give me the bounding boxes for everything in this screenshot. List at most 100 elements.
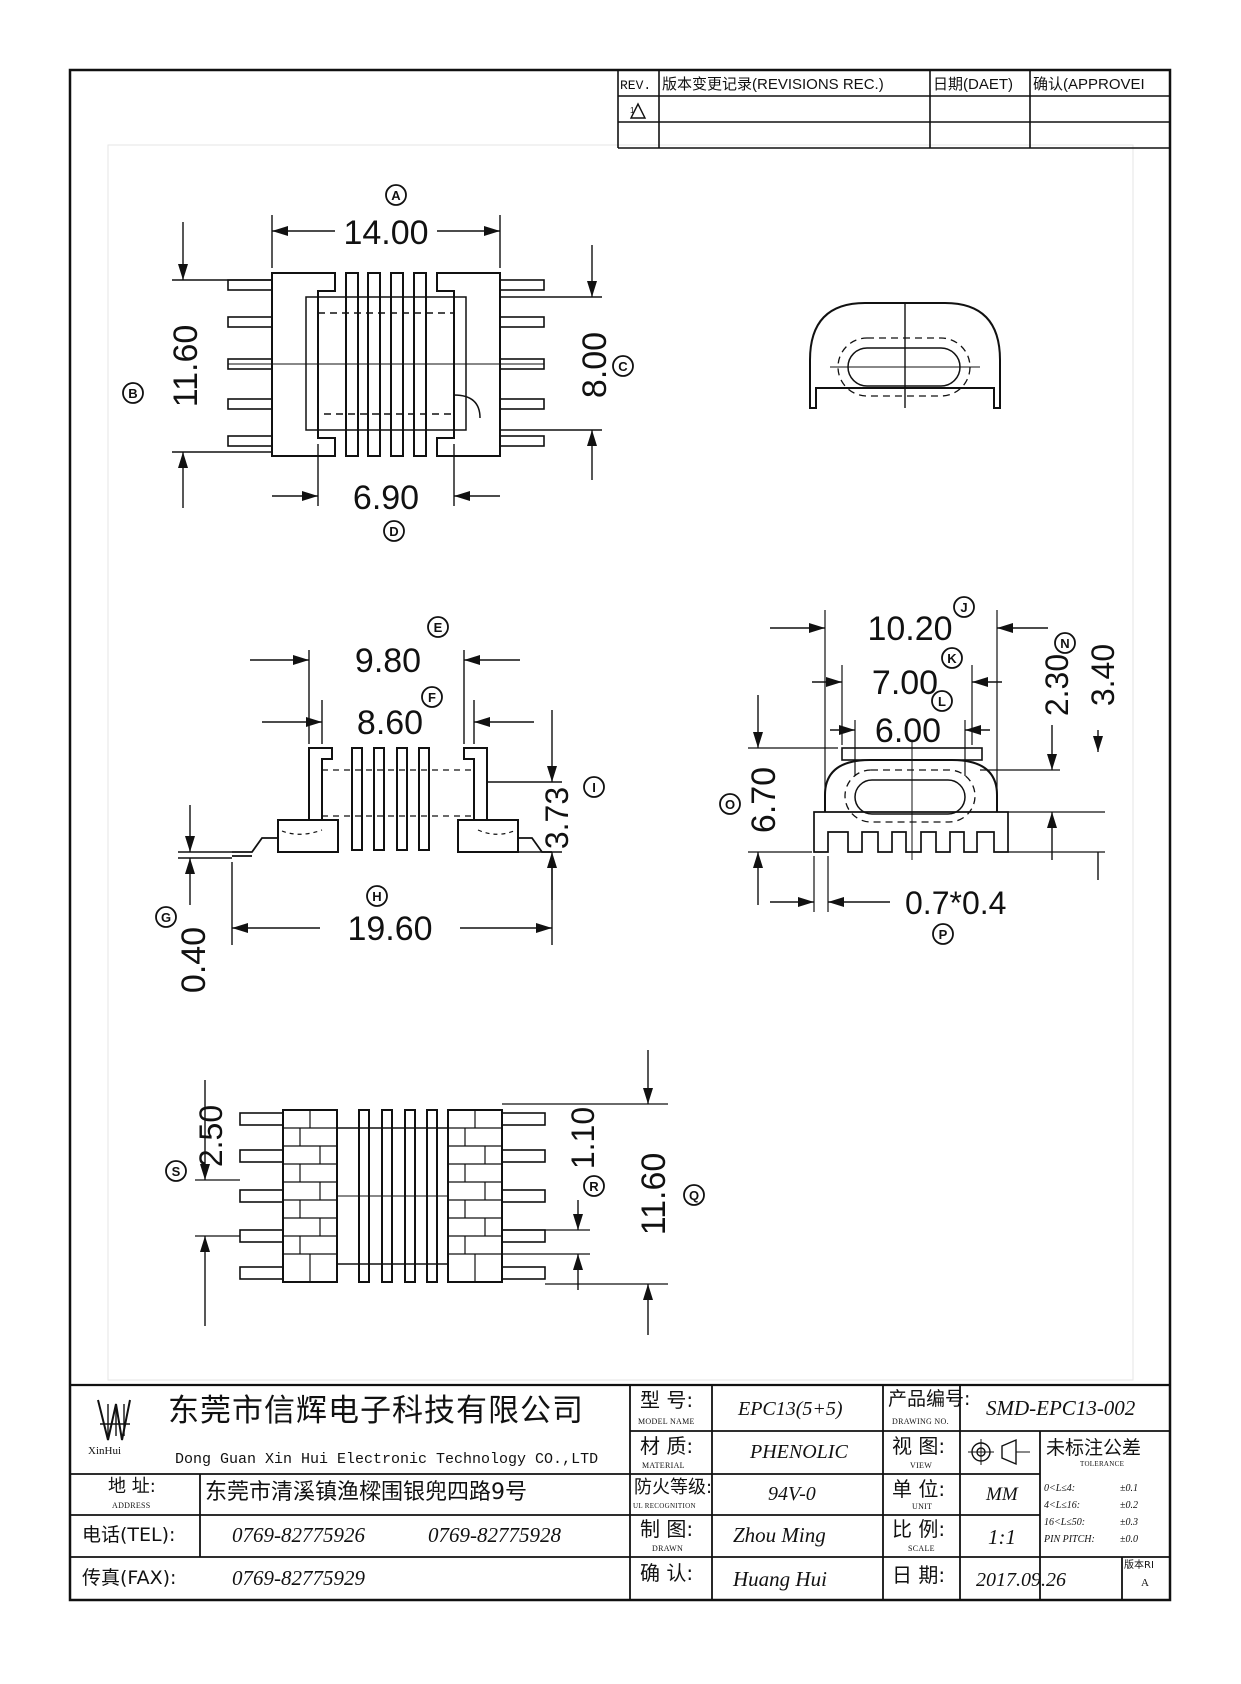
callouts: A B C D E F G H I J K L N O P Q R S (122, 184, 1076, 1206)
tolerance-table: 0<L≤4:±0.1 4<L≤16:±0.2 16<L≤50:±0.3 PIN … (1044, 1480, 1168, 1548)
rev-value: A (1141, 1577, 1149, 1589)
callout-f: F (421, 686, 443, 708)
dim-n-value: 2.30 (1039, 654, 1075, 716)
dim-o-value: 6.70 (745, 767, 783, 833)
ul-label-en: UL RECOGNITION (633, 1502, 696, 1510)
dim-h-value: 19.60 (347, 910, 432, 948)
address-label: 地 址: (108, 1476, 156, 1497)
svg-text:F: F (428, 690, 436, 705)
callout-c: C (612, 355, 634, 377)
svg-text:J: J (960, 600, 967, 615)
callout-n: N (1054, 632, 1076, 654)
dim-f-value: 8.60 (357, 704, 423, 742)
svg-text:K: K (947, 651, 957, 666)
ul-label: 防火等级: (634, 1477, 713, 1498)
fax-value: 0769-82775929 (232, 1566, 365, 1590)
svg-text:C: C (618, 359, 628, 374)
tel-1: 0769-82775926 (232, 1523, 365, 1547)
company-name-en: Dong Guan Xin Hui Electronic Technology … (175, 1451, 599, 1468)
revision-symbol: 1 (630, 106, 635, 115)
material-label-en: MATERIAL (642, 1461, 685, 1470)
drawing-no-value: SMD-EPC13-002 (986, 1396, 1136, 1420)
scale-label-en: SCALE (908, 1544, 935, 1553)
sheet-frame (68, 68, 1172, 1602)
callout-h: H (366, 885, 388, 907)
date-label: 日 期: (892, 1563, 946, 1587)
model-label: 型 号: (640, 1388, 694, 1412)
ul-value: 94V-0 (768, 1483, 816, 1505)
dim-d-value: 6.90 (353, 479, 419, 517)
dim-m-value: 3.40 (1085, 644, 1121, 706)
callout-e: E (427, 616, 449, 638)
callout-q: Q (683, 1184, 705, 1206)
xinhui-logo-icon (97, 1399, 131, 1441)
callout-d: D (383, 520, 405, 542)
rev-label: 版本RI (1124, 1560, 1154, 1571)
callout-l: L (931, 690, 953, 712)
view-label-en: VIEW (910, 1461, 933, 1470)
material-value: PHENOLIC (750, 1441, 848, 1463)
scale-label: 比 例: (892, 1517, 946, 1541)
unit-label-en: UNIT (912, 1502, 933, 1511)
svg-text:I: I (592, 780, 596, 795)
revisions-rec-label: 版本变更记录(REVISIONS REC.) (662, 76, 884, 93)
dim-s-value: 2.50 (193, 1105, 229, 1167)
date-value: 2017.09.26 (976, 1569, 1066, 1591)
title-block-grid (70, 1383, 1170, 1600)
callout-k: K (941, 647, 963, 669)
unit-value: MM (986, 1484, 1018, 1505)
drawing-no-label-en: DRAWING NO. (892, 1417, 949, 1426)
svg-text:S: S (172, 1164, 181, 1179)
address-label-en: ADDRESS (112, 1501, 151, 1510)
revision-approve-label: 确认(APPROVEI (1033, 76, 1145, 93)
drawn-value: Zhou Ming (733, 1523, 826, 1547)
tel-label: 电话(TEL): (82, 1524, 176, 1546)
dim-i-value: 3.73 (539, 787, 575, 849)
check-label: 确 认: (640, 1561, 694, 1585)
check-value: Huang Hui (733, 1567, 827, 1591)
model-label-en: MODEL NAME (638, 1417, 695, 1426)
drawn-label: 制 图: (640, 1517, 694, 1541)
dim-q-value: 11.60 (635, 1153, 673, 1236)
svg-text:E: E (434, 620, 443, 635)
svg-text:D: D (389, 524, 398, 539)
callout-p: P (932, 923, 954, 945)
drawn-label-en: DRAWN (652, 1544, 684, 1553)
revision-date-label: 日期(DAET) (933, 76, 1013, 93)
dim-a-value: 14.00 (343, 214, 428, 252)
dim-b-value: 11.60 (167, 325, 205, 408)
callout-g: G (155, 906, 177, 928)
svg-text:A: A (391, 188, 401, 203)
tolerance-label: 未标注公差 (1046, 1437, 1142, 1459)
address-value: 东莞市清溪镇渔樑围银兜四路9号 (205, 1480, 527, 1505)
rev-label: REV. (620, 78, 651, 93)
svg-text:N: N (1060, 636, 1069, 651)
dim-g-value: 0.40 (175, 927, 213, 993)
dim-k-value: 7.00 (872, 664, 938, 702)
company-name-cn: 东莞市信辉电子科技有限公司 (168, 1393, 584, 1429)
end-view (809, 302, 1001, 409)
bottom-view: 11.60 1.10 2.50 (193, 1050, 673, 1335)
dim-j-value: 10.20 (867, 610, 952, 648)
svg-text:O: O (725, 797, 735, 812)
callout-j: J (953, 596, 975, 618)
callout-i: I (583, 776, 605, 798)
tolerance-row: PIN PITCH:±0.0 (1044, 1534, 1138, 1545)
model-value: EPC13(5+5) (738, 1398, 843, 1420)
revision-triangle-icon (629, 102, 647, 119)
tolerance-row: 16<L≤50:±0.3 (1044, 1517, 1138, 1528)
side-view: 10.20 7.00 6.00 2.30 3.40 (745, 610, 1121, 921)
callout-r: R (583, 1175, 605, 1197)
callout-s: S (165, 1160, 187, 1182)
svg-text:Q: Q (689, 1188, 699, 1203)
svg-text:G: G (161, 910, 171, 925)
svg-text:H: H (372, 889, 381, 904)
dim-l-value: 6.00 (875, 712, 941, 750)
svg-text:B: B (128, 386, 137, 401)
tel-2: 0769-82775928 (428, 1523, 561, 1547)
logo-text: XinHui (88, 1445, 121, 1457)
tolerance-row: 0<L≤4:±0.1 (1044, 1483, 1138, 1494)
callout-b: B (122, 382, 144, 404)
dim-p-value: 0.7*0.4 (905, 885, 1006, 921)
